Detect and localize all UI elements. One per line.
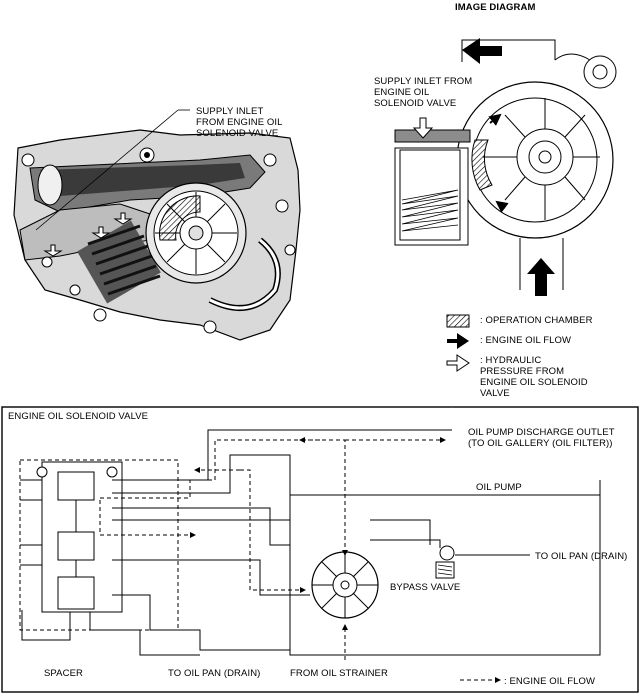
legend-hydraulic-pressure: : HYDRAULIC PRESSURE FROM ENGINE OIL SOL…: [480, 355, 588, 399]
legend-operation-chamber: : OPERATION CHAMBER: [480, 315, 593, 326]
solenoid-valve-label: ENGINE OIL SOLENOID VALVE: [8, 411, 149, 422]
bypass-valve-label: BYPASS VALVE: [390, 582, 461, 593]
image-diagram-title: IMAGE DIAGRAM: [455, 2, 536, 13]
legend-engine-oil-flow: : ENGINE OIL FLOW: [480, 335, 572, 346]
spacer-label: SPACER: [44, 668, 83, 679]
pump-illustration: [13, 109, 301, 341]
spring-illustration: [77, 220, 161, 304]
image-supply-inlet-label: SUPPLY INLET FROM ENGINE OIL SOLENOID VA…: [374, 76, 473, 109]
hydraulic-circuit: [1, 406, 639, 693]
photo-supply-inlet-label: SUPPLY INLET FROM ENGINE OIL SOLENOID VA…: [196, 106, 283, 139]
oil-pump-label: OIL PUMP: [476, 482, 522, 493]
flow-legend-label: : ENGINE OIL FLOW: [504, 676, 596, 687]
discharge-outlet-label: OIL PUMP DISCHARGE OUTLET (TO OIL GALLER…: [468, 427, 615, 449]
image-diagram-graphic: [394, 38, 617, 372]
from-strainer-label: FROM OIL STRAINER: [290, 668, 388, 679]
to-oil-pan-bottom-label: TO OIL PAN (DRAIN): [168, 668, 261, 679]
to-oil-pan-right-label: TO OIL PAN (DRAIN): [535, 551, 628, 562]
